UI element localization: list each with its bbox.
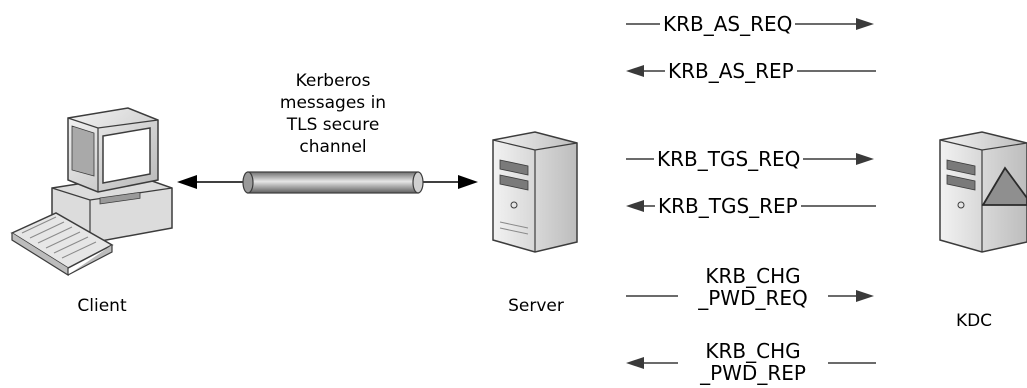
- tls-channel-label: Kerberos messages in TLS secure channel: [279, 71, 387, 157]
- tgs-rep-arrowhead: [626, 200, 644, 212]
- krb-chg-pwd-rep-line1: KRB_CHG: [705, 339, 801, 363]
- client-label: Client: [77, 296, 127, 316]
- krb-chg-pwd-req-line2: _PWD_REQ: [698, 286, 808, 310]
- client-computer-icon: [10, 107, 173, 277]
- krb-chg-pwd-rep-line2: _PWD_REP: [700, 361, 806, 385]
- chg-req-arrowhead: [856, 290, 874, 302]
- krb-chg-pwd-rep-label: KRB_CHG _PWD_REP: [678, 340, 828, 384]
- kdc-label: KDC: [955, 311, 993, 331]
- as-rep-arrowhead: [626, 65, 644, 77]
- krb-chg-pwd-req-label: KRB_CHG _PWD_REQ: [678, 265, 828, 309]
- krb-as-rep-label: KRB_AS_REP: [665, 59, 797, 83]
- krb-chg-pwd-req-line1: KRB_CHG: [705, 264, 801, 288]
- tunnel-left-arrowhead: [177, 175, 197, 189]
- tunnel-right-arrowhead: [458, 175, 478, 189]
- chg-rep-arrowhead: [626, 357, 644, 369]
- kdc-server-icon: [939, 131, 1027, 253]
- krb-as-req-label: KRB_AS_REQ: [660, 12, 796, 36]
- server-icon: [492, 131, 578, 253]
- krb-tgs-req-label: KRB_TGS_REQ: [654, 147, 804, 171]
- warning-triangle-icon: [981, 166, 1027, 206]
- tgs-req-arrowhead: [856, 153, 874, 165]
- server-label: Server: [508, 296, 564, 316]
- krb-tgs-rep-label: KRB_TGS_REP: [655, 194, 801, 218]
- as-req-arrowhead: [856, 18, 874, 30]
- tls-secure-channel: [177, 171, 478, 194]
